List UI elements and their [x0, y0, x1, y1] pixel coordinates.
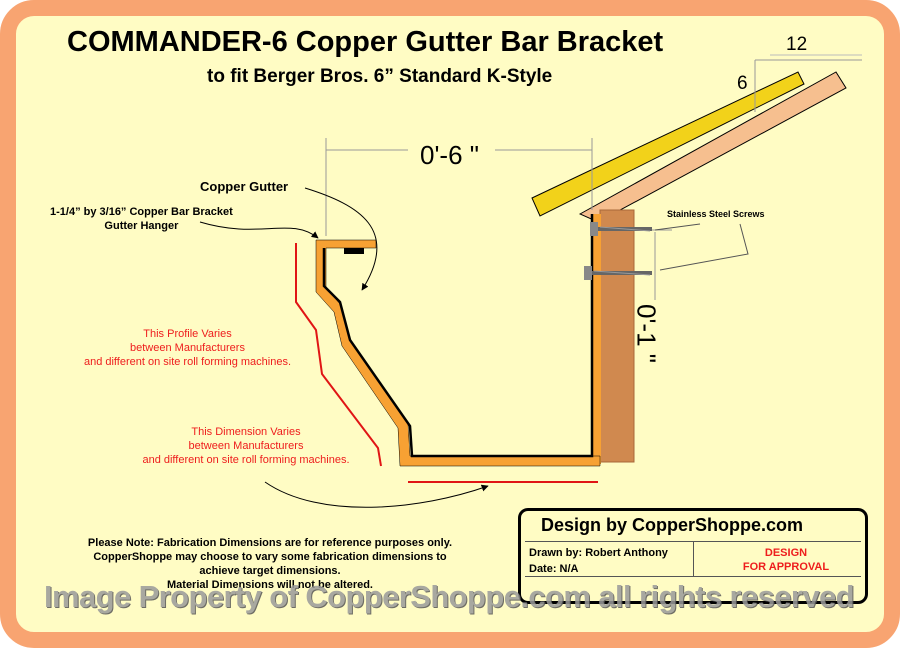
- drawing-subtitle: to fit Berger Bros. 6” Standard K-Style: [207, 66, 553, 87]
- leader-screw-top: [654, 223, 701, 231]
- note-line: Please Note: Fabrication Dimensions are …: [87, 537, 453, 549]
- note-line: and different on site roll forming machi…: [142, 454, 350, 466]
- leader-screws: [659, 223, 749, 271]
- leader-bracket: [199, 221, 319, 239]
- approval-status: DESIGN FOR APPROVAL: [711, 546, 861, 574]
- note-line: CopperShoppe may choose to vary some fab…: [93, 551, 447, 563]
- leader-dimension: [264, 481, 489, 508]
- roof-deck: [578, 71, 847, 223]
- bracket-label: 1-1/4” by 3/16” Copper Bar Bracket Gutte…: [50, 205, 233, 233]
- screw-upper: [590, 222, 652, 236]
- gutter-bead: [344, 248, 364, 254]
- note-line: between Manufacturers: [130, 342, 245, 354]
- roof-rise-label: 6: [737, 73, 748, 94]
- note-line: Material Dimensions will not be altered.: [167, 579, 373, 591]
- profile-variance-line: [295, 243, 382, 467]
- roof-run-label: 12: [786, 34, 808, 55]
- title-block-divider-bottom: [525, 576, 861, 577]
- title-block: Design by CopperShoppe.com Drawn by: Rob…: [518, 508, 868, 604]
- fabrication-note: Please Note: Fabrication Dimensions are …: [60, 536, 480, 592]
- bracket-back-strap: [593, 214, 601, 464]
- note-line: achieve target dimensions.: [199, 565, 341, 577]
- title-block-heading: Design by CopperShoppe.com: [541, 515, 804, 535]
- note-line: This Profile Varies: [143, 328, 232, 340]
- copyright-watermark: Image Property of CopperShoppe.com all r…: [44, 579, 855, 614]
- copper-gutter-profile: [322, 214, 594, 458]
- drawing-title: COMMANDER-6 Copper Gutter Bar Bracket: [67, 26, 664, 58]
- drawing-date: Date: N/A: [529, 563, 579, 575]
- width-dimension-label: 0'-6 ": [420, 140, 479, 170]
- note-line: This Dimension Varies: [191, 426, 301, 438]
- status-line: DESIGN: [764, 547, 808, 559]
- screw-lower: [584, 266, 652, 280]
- fascia-board: [599, 209, 635, 463]
- bracket-label-line2: Gutter Hanger: [104, 220, 179, 232]
- title-block-divider-vertical: [693, 541, 694, 576]
- status-line: FOR APPROVAL: [742, 561, 830, 573]
- height-dimension-label: 0'-1 ": [631, 304, 662, 363]
- note-line: and different on site roll forming machi…: [83, 356, 292, 368]
- drawn-by: Drawn by: Robert Anthony: [529, 547, 668, 559]
- dimension-variance-note: This Dimension Varies between Manufactur…: [116, 425, 376, 467]
- leader-copper-gutter: [304, 187, 378, 291]
- copper-gutter-label: Copper Gutter: [200, 179, 289, 194]
- bar-bracket-profile: [315, 239, 601, 467]
- bracket-label-line1: 1-1/4” by 3/16” Copper Bar Bracket: [50, 206, 233, 218]
- note-line: between Manufacturers: [188, 440, 304, 452]
- screws-label: Stainless Steel Screws: [667, 209, 765, 219]
- roof-shingle: [531, 71, 805, 217]
- profile-variance-note: This Profile Varies between Manufacturer…: [60, 327, 315, 369]
